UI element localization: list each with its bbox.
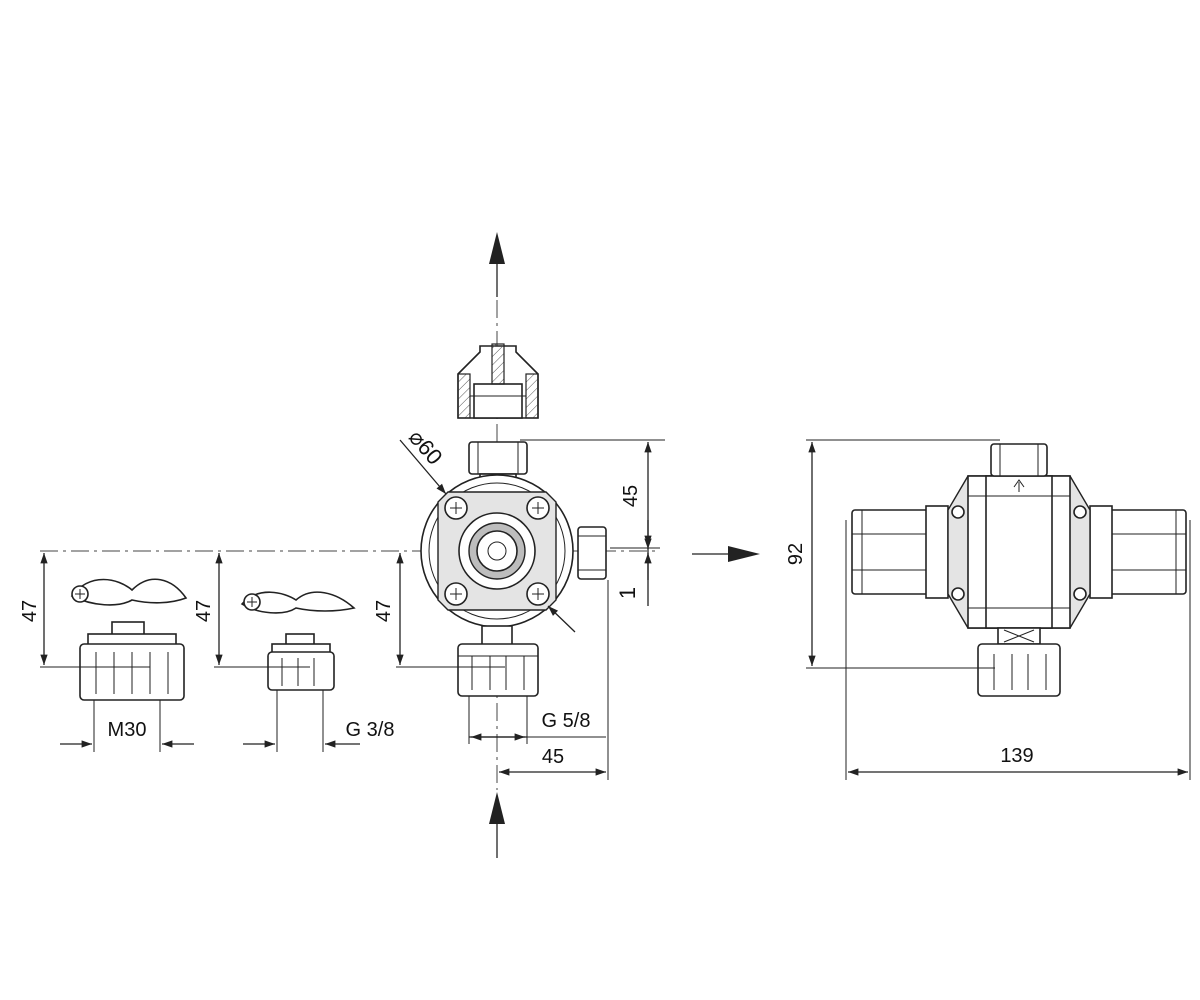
dim-text-height-valve-1: 47 xyxy=(19,600,41,622)
dim-thread-g38 xyxy=(243,690,360,752)
dim-thread-m30 xyxy=(60,700,194,752)
dim-text-bottom-width: 45 xyxy=(542,746,564,768)
dim-height-body xyxy=(396,553,505,668)
dim-text-side-height: 92 xyxy=(785,543,807,565)
cap-section xyxy=(457,343,539,419)
flow-arrow-top xyxy=(489,232,505,297)
dim-text-top-height: 45 xyxy=(620,485,642,507)
dim-bottom-width xyxy=(499,580,609,780)
dim-text-height-valve-2: 47 xyxy=(193,600,215,622)
dim-text-thread-g58: G 5/8 xyxy=(542,710,591,732)
flow-arrow-bottom xyxy=(489,792,505,858)
valve-left-m30 xyxy=(70,578,188,701)
dim-text-side-width: 139 xyxy=(1000,745,1033,767)
dim-height-valve-1 xyxy=(40,553,150,668)
valve-body-front xyxy=(420,441,607,647)
dim-height-valve-2 xyxy=(214,553,310,668)
screw-icon xyxy=(444,582,468,606)
valve-side-view xyxy=(851,443,1187,697)
screw-icon xyxy=(526,496,550,520)
dim-text-height-body: 47 xyxy=(373,600,395,622)
dim-side-height xyxy=(806,439,1000,669)
valve-left-g38 xyxy=(240,591,356,691)
dim-text-offset: 1 xyxy=(615,587,640,599)
screw-icon xyxy=(526,582,550,606)
flow-arrow-right xyxy=(692,546,760,562)
dim-text-thread-g38: G 3/8 xyxy=(346,719,395,741)
bottom-nut-main xyxy=(457,643,539,697)
screw-icon xyxy=(444,496,468,520)
dim-offset xyxy=(610,520,660,606)
dim-diameter xyxy=(399,439,576,633)
dim-side-width xyxy=(845,520,1191,780)
dim-thread-g58 xyxy=(468,696,606,744)
dim-text-diameter: ⌀60 xyxy=(404,425,448,470)
dim-text-thread-m30: M30 xyxy=(108,719,147,741)
